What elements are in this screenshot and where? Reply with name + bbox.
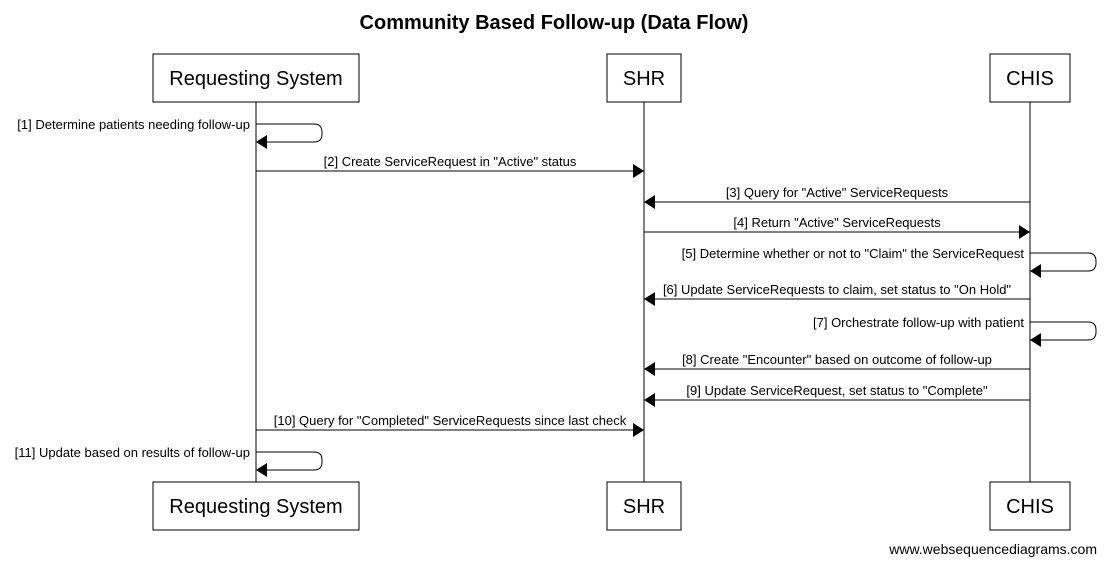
message-line [256, 123, 323, 143]
message-label: [8] Create "Encounter" based on outcome … [682, 352, 992, 367]
participant-shr-top: SHR [606, 53, 682, 103]
message-label: [9] Update ServiceRequest, set status to… [686, 383, 988, 398]
participant-box [989, 53, 1071, 103]
arrowhead [644, 362, 655, 376]
arrowhead [256, 135, 267, 149]
message-5: [5] Determine whether or not to "Claim" … [682, 246, 1097, 278]
participant-chis-bottom: CHIS [989, 481, 1071, 531]
diagram-title: Community Based Follow-up (Data Flow) [360, 12, 749, 34]
participant-chis-top: CHIS [989, 53, 1071, 103]
participant-box [989, 481, 1071, 531]
message-label: [6] Update ServiceRequests to claim, set… [663, 282, 1011, 297]
participant-label: SHR [623, 68, 665, 90]
arrowhead [644, 292, 655, 306]
message-label: [3] Query for "Active" ServiceRequests [726, 185, 949, 200]
message-8: [8] Create "Encounter" based on outcome … [644, 352, 1030, 376]
message-label: [11] Update based on results of follow-u… [15, 445, 250, 460]
participant-label: CHIS [1006, 496, 1054, 518]
message-line [1030, 321, 1097, 341]
arrowhead [1019, 225, 1030, 239]
message-3: [3] Query for "Active" ServiceRequests [644, 185, 1030, 209]
message-10: [10] Query for "Completed" ServiceReques… [256, 413, 644, 437]
participant-label: Requesting System [169, 496, 342, 518]
messages: [1] Determine patients needing follow-up… [15, 117, 1097, 477]
arrowhead [644, 393, 655, 407]
arrowhead [644, 195, 655, 209]
message-11: [11] Update based on results of follow-u… [15, 445, 323, 477]
message-1: [1] Determine patients needing follow-up [17, 117, 323, 149]
message-line [256, 451, 323, 471]
participant-req-bottom: Requesting System [152, 481, 360, 531]
participant-req-top: Requesting System [152, 53, 360, 103]
participant-box [152, 53, 360, 103]
arrowhead [633, 164, 644, 178]
message-label: [1] Determine patients needing follow-up [17, 117, 250, 132]
arrowhead [256, 463, 267, 477]
message-label: [10] Query for "Completed" ServiceReques… [274, 413, 627, 428]
arrowhead [1030, 333, 1041, 347]
participant-shr-bottom: SHR [606, 481, 682, 531]
participant-box [606, 481, 682, 531]
lifelines [255, 102, 1031, 482]
participant-label: SHR [623, 496, 665, 518]
arrowhead [633, 423, 644, 437]
message-4: [4] Return "Active" ServiceRequests [644, 215, 1030, 239]
message-6: [6] Update ServiceRequests to claim, set… [644, 282, 1030, 306]
message-7: [7] Orchestrate follow-up with patient [813, 315, 1097, 347]
arrowhead [1030, 264, 1041, 278]
message-label: [7] Orchestrate follow-up with patient [813, 315, 1024, 330]
message-label: [4] Return "Active" ServiceRequests [733, 215, 941, 230]
message-9: [9] Update ServiceRequest, set status to… [644, 383, 1030, 407]
participant-label: Requesting System [169, 68, 342, 90]
message-2: [2] Create ServiceRequest in "Active" st… [256, 154, 644, 178]
participant-label: CHIS [1006, 68, 1054, 90]
participant-box [606, 53, 682, 103]
message-label: [5] Determine whether or not to "Claim" … [682, 246, 1025, 261]
participant-box [152, 481, 360, 531]
message-line [1030, 252, 1097, 272]
watermark-text: www.websequencediagrams.com [888, 541, 1097, 557]
message-label: [2] Create ServiceRequest in "Active" st… [324, 154, 577, 169]
